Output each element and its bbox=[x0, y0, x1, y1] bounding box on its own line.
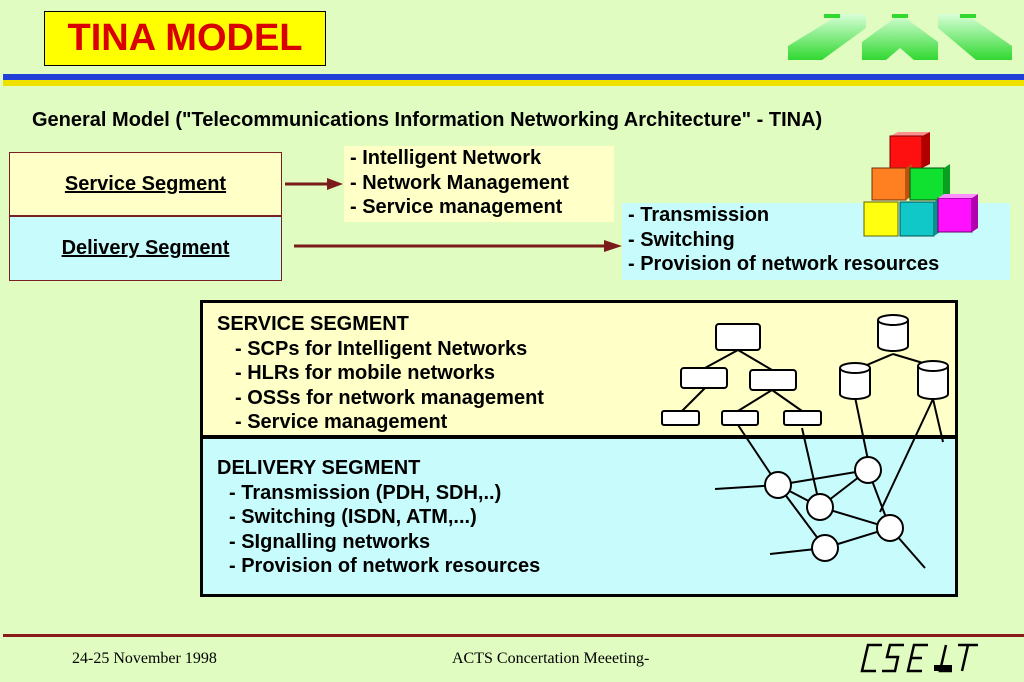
service-segment-panel bbox=[200, 300, 958, 438]
list-item: - Switching bbox=[628, 228, 735, 251]
footer-rule bbox=[3, 634, 1024, 637]
list-item: - Network Management bbox=[350, 171, 569, 194]
service-functions-list: - Intelligent Network- Network Managemen… bbox=[344, 146, 614, 222]
nav-arrows-icon bbox=[788, 14, 1012, 60]
blocks-icon bbox=[863, 132, 978, 237]
network-diagram-icon bbox=[661, 314, 949, 569]
list-item: - Provision of network resources bbox=[229, 555, 541, 577]
service-arrow-icon bbox=[285, 178, 343, 190]
header-rule-yellow bbox=[3, 80, 1024, 86]
list-item: - OSSs for network management bbox=[235, 386, 544, 409]
service-panel-text: SERVICE SEGMENT- SCPs for Intelligent Ne… bbox=[217, 312, 544, 435]
delivery-panel-text: DELIVERY SEGMENT- Transmission (PDH, SDH… bbox=[217, 456, 540, 579]
panel-heading: SERVICE SEGMENT bbox=[217, 313, 409, 335]
service-segment-label: Service Segment bbox=[9, 152, 282, 216]
footer-event: ACTS Concertation Meeeting- bbox=[452, 650, 650, 667]
list-item: - SCPs for Intelligent Networks bbox=[235, 337, 528, 360]
list-item: - Service management bbox=[350, 196, 563, 218]
list-item: - HLRs for mobile networks bbox=[235, 362, 496, 384]
page-title: TINA MODEL bbox=[44, 11, 326, 66]
footer-date: 24-25 November 1998 bbox=[72, 650, 217, 667]
list-item: - Transmission (PDH, SDH,..) bbox=[229, 481, 502, 504]
delivery-segment-label: Delivery Segment bbox=[9, 216, 282, 281]
list-item: - SIgnalling networks bbox=[229, 530, 431, 553]
list-item: - Transmission bbox=[628, 204, 770, 226]
header-rule-blue bbox=[3, 74, 1024, 80]
list-item: - Switching (ISDN, ATM,...) bbox=[229, 506, 477, 528]
list-item: - Provision of network resources bbox=[628, 253, 940, 275]
delivery-arrow-icon bbox=[294, 240, 622, 252]
list-item: - Service management bbox=[235, 411, 448, 433]
list-item: - Intelligent Network bbox=[350, 147, 542, 169]
subtitle: General Model ("Telecommunications Infor… bbox=[32, 109, 823, 131]
panel-heading: DELIVERY SEGMENT bbox=[217, 457, 421, 479]
cselt-logo-icon bbox=[860, 643, 978, 673]
